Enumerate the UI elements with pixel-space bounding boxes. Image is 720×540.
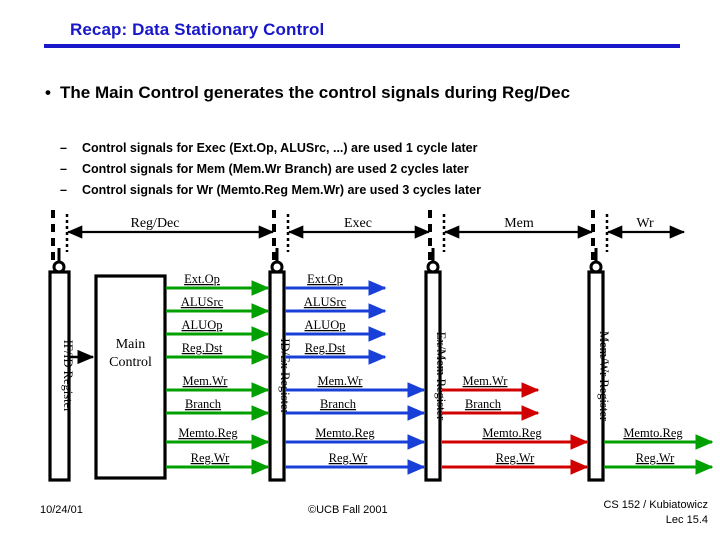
stage-label-mem: Mem: [504, 216, 534, 231]
signal-label-regdst: Reg.Dst: [182, 341, 223, 355]
signal-label-memtoreg: Memto.Reg: [482, 426, 542, 440]
sub-bullet-marker: –: [60, 162, 67, 176]
clock-icon-mem-wr: [589, 248, 603, 274]
footer-copyright: ©UCB Fall 2001: [308, 504, 388, 516]
signal-label-memwr: Mem.Wr: [318, 374, 364, 388]
signal-group-wr: Memto.Reg Reg.Wr: [604, 426, 714, 475]
mem-wr-register-label: Mem/Wr Register: [597, 331, 611, 422]
stage-label-regdec: Reg/Dec: [131, 216, 180, 231]
page-title: Recap: Data Stationary Control: [70, 20, 325, 39]
if-id-register-box: [48, 270, 71, 482]
signal-label-branch: Branch: [465, 397, 502, 411]
signal-label-alusrc: ALUSrc: [304, 295, 347, 309]
signal-label-memwr: Mem.Wr: [463, 374, 509, 388]
signal-label-alusrc: ALUSrc: [181, 295, 224, 309]
sub-bullet-1: – Control signals for Exec (Ext.Op, ALUS…: [60, 141, 478, 155]
signal-label-branch: Branch: [320, 397, 357, 411]
signal-label-regwr: Reg.Wr: [191, 451, 231, 465]
ex-mem-register-label: Ex/Mem Register: [434, 332, 448, 421]
clock-icon-if-id: [52, 248, 66, 274]
footer-lecture: Lec 15.4: [665, 514, 708, 526]
main-bullet: • The Main Control generates the control…: [36, 82, 676, 104]
bullet-marker: •: [45, 83, 51, 102]
sub-bullet-text: Control signals for Exec (Ext.Op, ALUSrc…: [82, 141, 478, 155]
signal-label-aluop: ALUOp: [182, 318, 223, 332]
signal-label-regwr: Reg.Wr: [329, 451, 369, 465]
signal-label-memtoreg: Memto.Reg: [623, 426, 683, 440]
mem-wr-register-box: [587, 270, 605, 482]
sub-bullet-2: – Control signals for Mem (Mem.Wr Branch…: [60, 162, 469, 176]
signal-label-memtoreg: Memto.Reg: [315, 426, 375, 440]
footer-date: 10/24/01: [40, 504, 83, 516]
title-underline: [44, 44, 680, 48]
signal-group-exec: Ext.Op ALUSrc ALUOp Reg.Dst Mem.Wr Branc…: [285, 272, 426, 475]
main-control-label-line2: Control: [109, 355, 152, 370]
sub-bullet-marker: –: [60, 141, 67, 155]
signal-label-memwr: Mem.Wr: [183, 374, 229, 388]
ex-mem-register-box: [424, 270, 442, 482]
signal-label-branch: Branch: [185, 397, 222, 411]
signal-label-extop: Ext.Op: [184, 272, 220, 286]
signal-label-memtoreg: Memto.Reg: [178, 426, 238, 440]
if-id-register-label: IF/ID Register: [61, 340, 75, 413]
stage-label-exec: Exec: [344, 216, 372, 231]
signal-label-extop: Ext.Op: [307, 272, 343, 286]
signal-label-regwr: Reg.Wr: [496, 451, 536, 465]
footer-course-info: CS 152 / Kubiatowicz Lec 15.4: [603, 498, 708, 528]
stage-label-wr: Wr: [636, 216, 654, 231]
signal-label-regdst: Reg.Dst: [305, 341, 346, 355]
sub-bullet-text: Control signals for Wr (Memto.Reg Mem.Wr…: [82, 183, 481, 197]
sub-bullet-text: Control signals for Mem (Mem.Wr Branch) …: [82, 162, 469, 176]
main-control-box: [94, 274, 167, 480]
sub-bullet-marker: –: [60, 183, 67, 197]
signal-group-mem: Mem.Wr Branch Memto.Reg Reg.Wr: [442, 374, 589, 475]
footer-course: CS 152 / Kubiatowicz: [603, 499, 708, 511]
main-control-label-line1: Main: [116, 337, 146, 352]
signal-label-regwr: Reg.Wr: [636, 451, 676, 465]
signal-group-regdec: Ext.Op ALUSrc ALUOp Reg.Dst Mem.Wr Branc…: [166, 272, 270, 475]
id-ex-register-label: ID/Ex Register: [278, 338, 292, 414]
id-ex-register-box: [268, 270, 286, 482]
bullet-text: The Main Control generates the control s…: [60, 83, 571, 102]
sub-bullet-3: – Control signals for Wr (Memto.Reg Mem.…: [60, 183, 481, 197]
signal-label-aluop: ALUOp: [305, 318, 346, 332]
